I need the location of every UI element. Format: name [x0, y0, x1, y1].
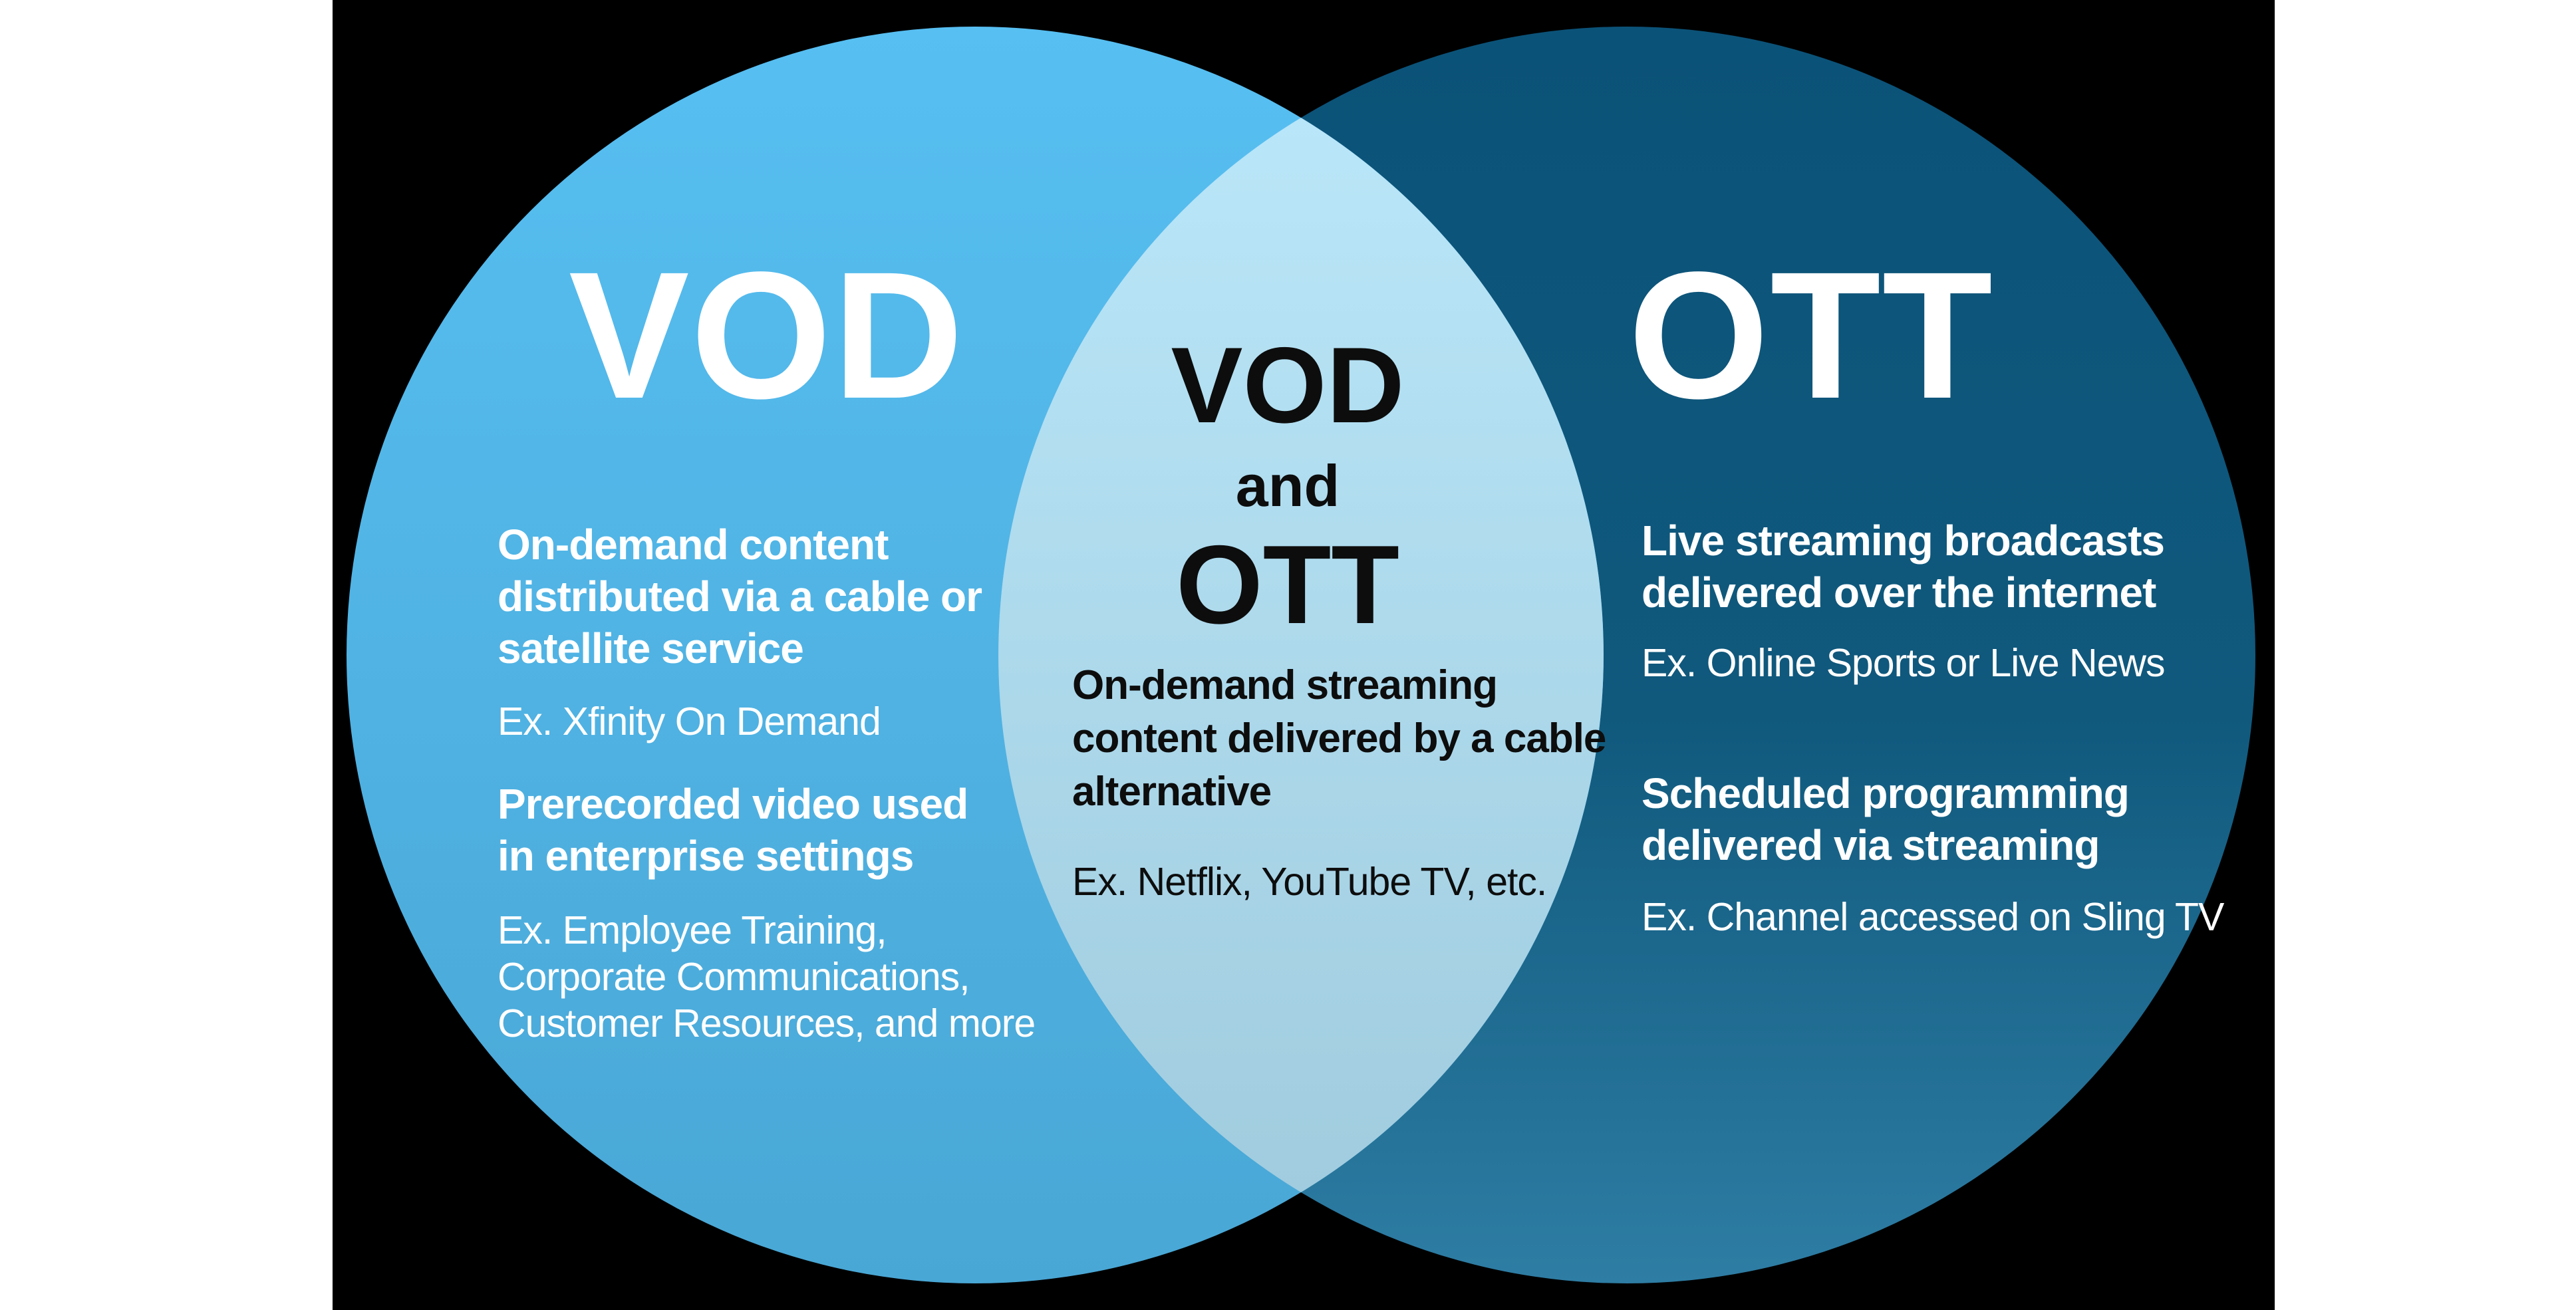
vod-cable-heading: On-demand content distributed via a cabl… — [498, 521, 982, 672]
vod-block-cable: On-demand content distributed via a cabl… — [498, 507, 982, 757]
overlap-streaming-heading: On-demand streaming content delivered by… — [1072, 662, 1606, 815]
ott-live-example: Ex. Online Sports or Live News — [1642, 641, 2165, 685]
ott-scheduled-heading: Scheduled programming delivered via stre… — [1642, 769, 2130, 869]
vod-cable-example: Ex. Xfinity On Demand — [498, 700, 881, 743]
ott-title: OTT — [1628, 234, 1994, 436]
vod-title: VOD — [569, 234, 965, 436]
overlap-block-streaming: On-demand streaming content delivered by… — [1072, 647, 1606, 917]
ott-block-live: Live streaming broadcasts delivered over… — [1642, 503, 2165, 698]
vod-enterprise-example: Ex. Employee Training, Corporate Communi… — [498, 908, 1036, 1045]
ott-scheduled-example: Ex. Channel accessed on Sling TV — [1642, 895, 2224, 939]
overlap-streaming-example: Ex. Netflix, YouTube TV, etc. — [1072, 860, 1547, 904]
vod-block-enterprise: Prerecorded video used in enterprise set… — [498, 766, 1036, 1059]
overlap-title-ott: OTT — [1176, 522, 1399, 647]
overlap-title-vod: VOD — [1171, 325, 1405, 446]
ott-live-heading: Live streaming broadcasts delivered over… — [1642, 517, 2165, 616]
overlap-title: VOD and OTT — [1062, 320, 1514, 652]
overlap-title-and: and — [1235, 453, 1340, 519]
overlap-lens — [998, 118, 1604, 1192]
vod-enterprise-heading: Prerecorded video used in enterprise set… — [498, 780, 968, 880]
ott-block-scheduled: Scheduled programming delivered via stre… — [1642, 755, 2224, 952]
